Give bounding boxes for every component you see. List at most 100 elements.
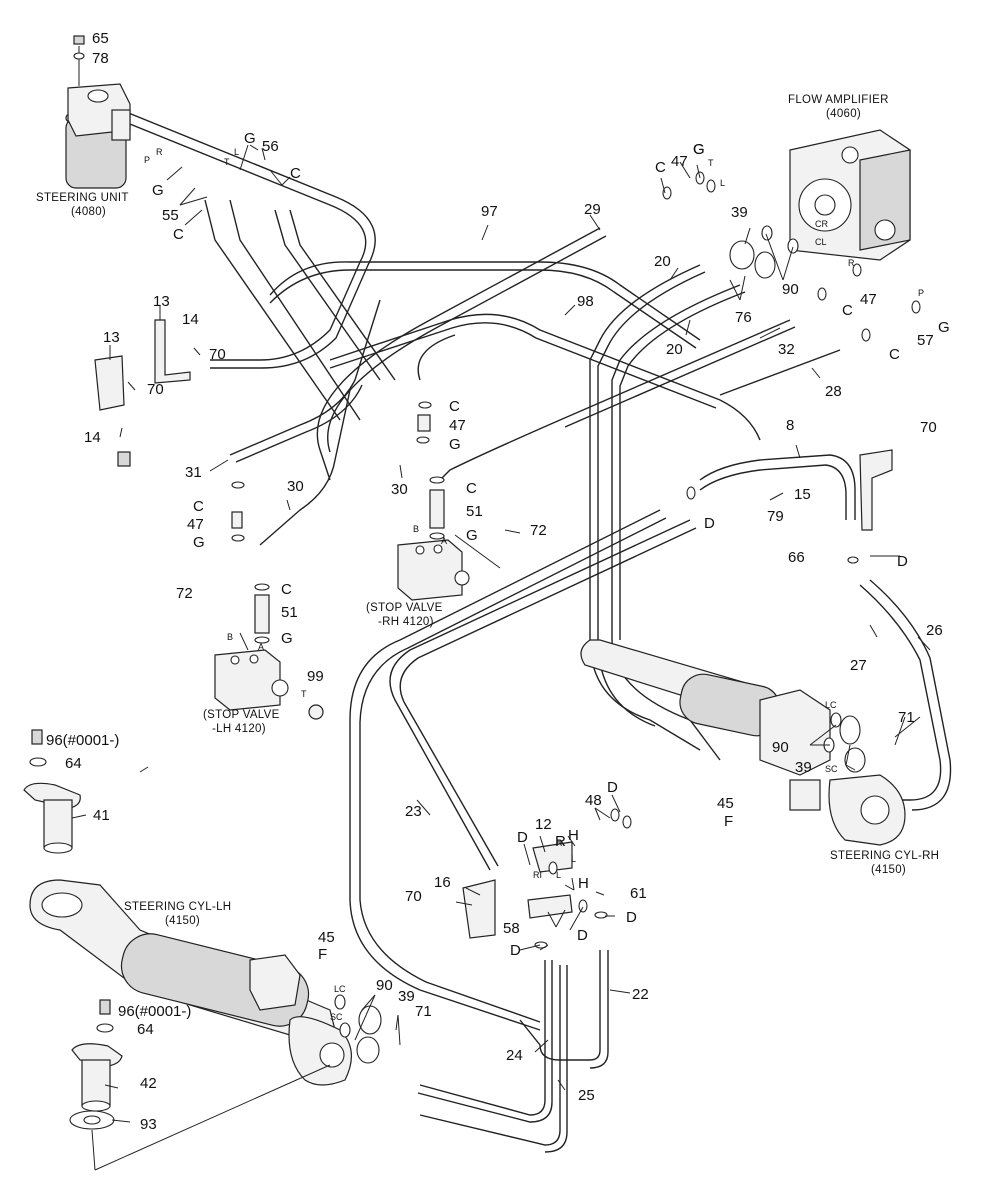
part-callout: 71 <box>415 1003 432 1020</box>
part-callout: 98 <box>577 293 594 310</box>
part-callout: 96(#0001-) <box>118 1003 191 1020</box>
part-callout: 72 <box>530 522 547 539</box>
port-label: RI <box>533 870 542 880</box>
part-callout: 79 <box>767 508 784 525</box>
part-callout: 47 <box>187 516 204 533</box>
part-callout: 39 <box>795 759 812 776</box>
stop-valve-rh <box>397 476 470 601</box>
port-label: L <box>556 870 561 880</box>
part-callout: D <box>577 927 588 944</box>
part-callout: 13 <box>153 293 170 310</box>
part-callout: C <box>466 480 477 497</box>
part-callout: 23 <box>405 803 422 820</box>
component-captions: STEERING UNIT (4080) FLOW AMPLIFIER (406… <box>36 94 939 927</box>
part-callout: G <box>693 141 705 158</box>
part-callout: D <box>517 829 528 846</box>
part-callout: 45 <box>717 795 734 812</box>
port-label: T <box>708 158 714 168</box>
part-callout: 45 <box>318 929 335 946</box>
pin-and-washers <box>23 729 123 1130</box>
part-callout: 47 <box>671 153 688 170</box>
part-callout: 56 <box>262 138 279 155</box>
part-callout: 55 <box>162 207 179 224</box>
part-callout: 51 <box>281 604 298 621</box>
part-callout: C <box>889 346 900 363</box>
part-callout: C <box>173 226 184 243</box>
port-label: SC <box>825 764 838 774</box>
part-callout: 42 <box>140 1075 157 1092</box>
part-callout: 31 <box>185 464 202 481</box>
port-label: LC <box>334 984 346 994</box>
part-callout: 47 <box>860 291 877 308</box>
steering-cyl-lh-code: (4150) <box>165 915 200 927</box>
port-label: B <box>413 524 419 534</box>
port-label: CL <box>815 237 827 247</box>
stop-valve-lh-name: (STOP VALVE <box>203 709 280 721</box>
stop-valve-lh-code: -LH 4120) <box>212 723 266 735</box>
part-callout: 13 <box>103 329 120 346</box>
part-callout: 26 <box>926 622 943 639</box>
part-callout: 14 <box>182 311 199 328</box>
part-callout: C <box>193 498 204 515</box>
part-callout: 64 <box>137 1021 154 1038</box>
part-callout: 15 <box>794 486 811 503</box>
part-callout: C <box>842 302 853 319</box>
steering-cylinder-rh <box>580 639 906 846</box>
port-label: L <box>720 178 725 188</box>
part-callout: 39 <box>398 988 415 1005</box>
port-label: L <box>571 854 576 864</box>
part-callout: 78 <box>92 50 109 67</box>
part-callout: 70 <box>920 419 937 436</box>
part-callout: 66 <box>788 549 805 566</box>
part-callout: G <box>193 534 205 551</box>
part-callout: 99 <box>307 668 324 685</box>
port-label: B <box>227 632 233 642</box>
port-label: A <box>258 642 264 652</box>
part-callout: 27 <box>850 657 867 674</box>
part-callout: C <box>290 165 301 182</box>
steering-unit-name: STEERING UNIT <box>36 192 129 204</box>
flow-amplifier-code: (4060) <box>826 108 861 120</box>
part-callout: C <box>281 581 292 598</box>
part-callout: 90 <box>376 977 393 994</box>
brackets <box>94 319 893 939</box>
port-label: L <box>234 147 239 157</box>
part-callout: D <box>626 909 637 926</box>
port-label: R <box>156 147 163 157</box>
stop-valve-rh-code: -RH 4120) <box>378 616 434 628</box>
part-callout: C <box>449 398 460 415</box>
steering-cyl-rh-name: STEERING CYL-RH <box>830 850 939 862</box>
part-callout: G <box>693 141 705 158</box>
part-callout: 58 <box>503 920 520 937</box>
part-callout: 64 <box>65 755 82 772</box>
stop-valve-lh <box>214 583 324 720</box>
part-callout: 12 <box>535 816 552 833</box>
part-callouts: 65 78 56 G G C C 55 G 97 29 47 C G 39 20… <box>46 30 950 1133</box>
part-callout: 25 <box>578 1087 595 1104</box>
part-callout: 71 <box>898 709 915 726</box>
steering-cylinder-lh <box>29 879 382 1086</box>
part-callout: 70 <box>405 888 422 905</box>
part-callout: 61 <box>630 885 647 902</box>
port-label: LC <box>825 700 837 710</box>
part-callout: G <box>244 130 256 147</box>
part-callout: G <box>449 436 461 453</box>
part-callout: 30 <box>287 478 304 495</box>
leader-lines <box>71 144 931 1171</box>
port-label: P <box>144 155 150 165</box>
part-callout: 90 <box>772 739 789 756</box>
part-callout: 93 <box>140 1116 157 1133</box>
port-label: R <box>556 838 563 848</box>
port-label: T <box>224 157 230 167</box>
fitting-rings <box>231 171 921 1038</box>
part-callout: H <box>578 875 589 892</box>
part-callout: 76 <box>735 309 752 326</box>
part-callout: 20 <box>654 253 671 270</box>
port-label: A <box>441 536 447 546</box>
part-callout: 51 <box>466 503 483 520</box>
part-callout: C <box>655 159 666 176</box>
part-callout: 29 <box>584 201 601 218</box>
steering-unit <box>65 35 131 189</box>
part-callout: F <box>318 946 327 963</box>
part-callout: D <box>607 779 618 796</box>
